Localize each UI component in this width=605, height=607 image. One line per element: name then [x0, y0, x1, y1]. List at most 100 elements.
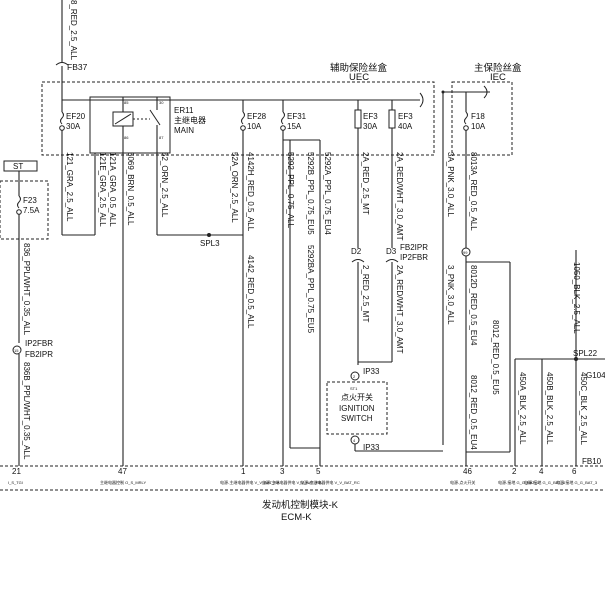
wire-52: 52_ORN_2.5_ALL	[160, 152, 169, 218]
diagram-label: 87	[159, 135, 164, 140]
wire-5292b: 5292B_PPL_0.75_EU5	[306, 152, 315, 235]
diagram-label: IGNITION	[339, 404, 375, 413]
diagram-label: 电源-接地 G_G_BAT_3	[556, 479, 598, 485]
fuse-ef3-30a: EF3 30A	[354, 100, 378, 248]
diagram-label: 30	[159, 100, 164, 105]
diagram-label: FB2IPR	[25, 350, 53, 359]
diagram-label: 15A	[287, 122, 302, 131]
diagram-label: 7.5A	[23, 206, 40, 215]
diagram-label: EF3	[363, 112, 378, 121]
diagram-label: 点火开关	[341, 392, 373, 402]
diagram-label: 主保险丝盒	[474, 62, 522, 74]
diagram-label: D2	[351, 247, 362, 256]
st-fuse: ST F23 7.5A	[0, 160, 49, 343]
main-fuse-box: 主保险丝盒 IEC F18 10A	[451, 62, 522, 248]
diagram-label: SPL22	[573, 349, 598, 358]
wire-3a: 3A_PNK_3.0_ALL	[446, 152, 455, 217]
diagram-label: 1	[241, 467, 246, 476]
wire-8012-r: 8012_RED_0.5_EU4	[469, 375, 478, 450]
ground-wires: SPL22 G104	[514, 250, 605, 466]
diagram-label: 21	[12, 467, 21, 476]
fuse-ef3-40a: EF3 40A	[388, 100, 413, 248]
diagram-label: 电源-主继电器供电 V_V_BAT_RA	[220, 479, 280, 485]
wire-3: 3_PNK_3.0_ALL	[446, 265, 455, 325]
wire-836b: 836B_PPL/WHT_0.35_ALL	[22, 362, 31, 460]
diagram-label: IP33	[363, 443, 380, 452]
ecm-pin-21: 21 I_S_TGl	[8, 467, 23, 485]
wire-450a: 450A_BLK_2.5_ALL	[518, 372, 527, 445]
fuse-ef28: EF28 10A	[240, 100, 267, 466]
wire-5292a: 5292A_PPL_0.75_EU4	[323, 152, 332, 235]
relay-er11: 85 30 86 87 ER11 主继电器 MAIN	[89, 96, 206, 466]
top-feed-wire: 8_RED_2.5_ALL FB37	[55, 0, 88, 100]
diagram-label: EF20	[66, 112, 86, 121]
diagram-label: F18	[471, 112, 485, 121]
fb37-label: FB37	[67, 62, 88, 72]
wire-5292: 5292_PPL_0.75_ALL	[286, 152, 295, 229]
diagram-label: 46	[463, 467, 472, 476]
diagram-label: 85	[124, 100, 129, 105]
diagram-label: EF3	[398, 112, 413, 121]
wire-450c: 450C_BLK_2.5_ALL	[579, 372, 588, 446]
ecm-module: 发动机控制模块-K ECM-K FB10	[0, 457, 605, 523]
diagram-label: 电源-主继电器供电 V_V_BAT_RB	[262, 479, 322, 485]
diagram-label: 30A	[66, 122, 81, 131]
ecm-pin-3: 3 电源-主继电器供电 V_V_BAT_RB	[262, 467, 322, 485]
ecm-pin-5: 5 电源-主继电器供电 V_V_BAT_RC	[300, 467, 360, 485]
wire-labels: 121_GRA_2.5_ALL 121E_GRA_2.5_ALL 121A_GR…	[22, 152, 588, 460]
diagram-label: MAIN	[174, 126, 194, 135]
aux-box-title-en: UEC	[349, 72, 369, 83]
diagram-label: SPL3	[200, 239, 220, 248]
fb37-connector	[55, 62, 69, 66]
diagram-label: 47	[118, 467, 127, 476]
diagram-label: 6	[572, 467, 577, 476]
diagram-label: 30A	[363, 122, 378, 131]
wire-label-top: 8_RED_2.5_ALL	[69, 0, 78, 61]
connector-d2-d3: D2 D3 FB2IPR IP2FBR	[351, 243, 428, 365]
diagram-label: FB2IPR	[400, 243, 428, 252]
diagram-label: 电源-主继电器供电 V_V_BAT_RC	[300, 479, 360, 485]
diagram-label: SWITCH	[341, 414, 373, 423]
diagram-label: IP2FBR	[400, 253, 428, 262]
diagram-label: ECM-K	[281, 512, 312, 523]
ecm-pin-4: 4 电源-接地 G_G_BAT_2	[524, 467, 566, 485]
wire-121: 121_GRA_2.5_ALL	[65, 152, 74, 222]
wire-8012d: 8012D_RED_0.5_EU4	[469, 265, 478, 346]
wire-5292ba: 5292BA_PPL_0.75_EU5	[306, 245, 315, 334]
diagram-label: IEC	[490, 72, 506, 83]
diagram-label: F23	[23, 196, 37, 205]
diagram-label: ER11	[174, 106, 194, 115]
aux-bus-break	[419, 92, 424, 108]
wire-2a-wht: 2A_RED/WHT_3.0_AMT	[395, 152, 404, 241]
diagram-label: FB10	[582, 457, 602, 466]
fuse-ef20: EF20 30A	[59, 100, 86, 235]
diagram-label: 99	[463, 250, 468, 255]
aux-fuse-box: 辅助保险丝盒 UEC	[41, 62, 435, 156]
connector-15: 15 IP2FBR FB2IPR	[12, 339, 53, 466]
diagram-label: 4	[353, 438, 356, 443]
diagram-label: 电源-点火开关	[450, 479, 475, 485]
diagram-label: 4	[539, 467, 544, 476]
wire-121-branch	[62, 153, 96, 236]
wire-5069: 5069_BRN_0.5_ALL	[126, 152, 135, 226]
diagram-label: IP33	[363, 367, 380, 376]
splice-spl3: SPL3	[157, 233, 243, 248]
diagram-label: G104	[586, 371, 605, 380]
wire-2-wht: 2A_RED/WHT_3.0_AMT	[395, 265, 404, 354]
wire-121a: 121A_GRA_0.5_ALL	[108, 152, 117, 227]
wire-2: 2_RED_2.5_MT	[361, 265, 370, 322]
connector-99: 99	[461, 247, 511, 466]
diagram-label: IP2FBR	[25, 339, 53, 348]
diagram-label: 2	[353, 374, 356, 379]
wire-5292-group	[283, 139, 321, 466]
wire-4142: 4142_RED_0.5_ALL	[246, 255, 255, 329]
diagram-label: EF28	[247, 112, 267, 121]
diagram-label: 86	[124, 135, 129, 140]
diagram-label: 40A	[398, 122, 413, 131]
wire-8012: 8012_RED_0.5_EU5	[491, 320, 500, 395]
diagram-label: ST1	[350, 386, 358, 391]
wire-836: 836_PPL/WHT_0.35_ALL	[22, 243, 31, 336]
wire-52a: 52A_ORN_2.5_ALL	[230, 152, 239, 223]
diagram-label: EF31	[287, 112, 307, 121]
